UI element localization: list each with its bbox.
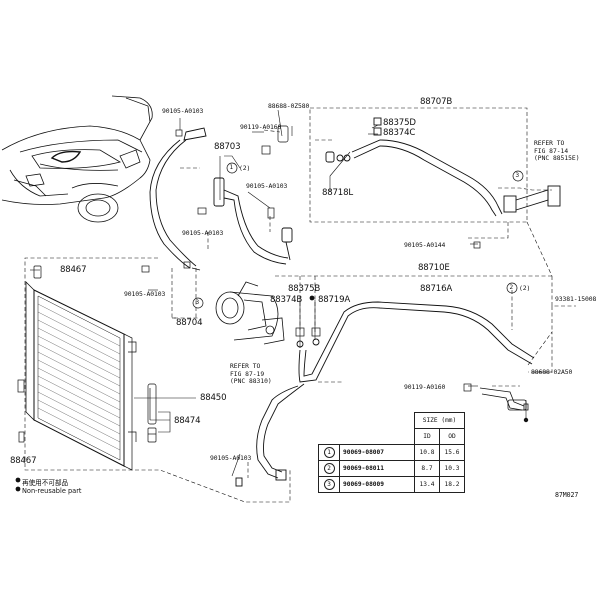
- label-88375d: 88375D: [383, 118, 416, 128]
- label-c2-a: (2): [239, 164, 251, 172]
- reference-lines: [24, 107, 576, 503]
- label-88688-02a50: 88688-02A50: [531, 368, 573, 376]
- vehicle-illustration: [1, 95, 153, 223]
- legend-cn: 再使用不可部品: [22, 479, 69, 487]
- non-reusable-marks: [15, 295, 529, 483]
- legend-en: Non-reusable part: [22, 487, 82, 495]
- label-88716a: 88716A: [420, 284, 453, 294]
- condenser-88450: [17, 265, 137, 471]
- label-88375b: 88375B: [288, 284, 321, 294]
- figure-code: 87M027: [555, 491, 579, 499]
- label-88450: 88450: [200, 393, 227, 403]
- fasteners: [141, 125, 481, 392]
- label-c2-b: (2): [519, 284, 531, 292]
- row-od: 10.3: [439, 460, 465, 477]
- row-number: 1: [323, 447, 335, 458]
- col-id: ID: [414, 428, 440, 445]
- label-88707b: 88707B: [420, 97, 453, 107]
- discharge-hose-88703: [149, 127, 293, 271]
- label-90105-a0103-c: 90105-A0103: [182, 229, 224, 237]
- label-93381-15008: 93381-15008: [555, 295, 597, 303]
- row-id: 8.7: [414, 460, 440, 477]
- row-part: 90069-08007: [343, 449, 384, 456]
- leader-lines: [30, 109, 552, 477]
- refer-to-fig-87-19: REFER TO FIG 87-19 (PNC 88310): [230, 363, 272, 386]
- label-88688-0z580: 88688-0Z580: [268, 102, 310, 110]
- row-od: 15.6: [439, 444, 465, 461]
- tube-88716a: [235, 301, 535, 487]
- label-90105-a0103-e: 90105-A0103: [210, 454, 252, 462]
- label-88718l: 88718L: [322, 188, 353, 198]
- callout-1: 1: [229, 164, 234, 171]
- label-88719a: 88719A: [318, 295, 351, 305]
- col-od: OD: [439, 428, 465, 445]
- refer-to-fig-87-14: REFER TO FIG 87-14 (PNC 88515E): [534, 140, 580, 163]
- callout-2-right: 2: [509, 284, 514, 291]
- compressor: [215, 281, 285, 345]
- table-row: 3 90069-08009 13.4 18.2: [318, 476, 465, 493]
- receiver-88474: [147, 383, 157, 443]
- size-header: SIZE (mm): [414, 412, 465, 429]
- label-88374b: 88374B: [270, 295, 303, 305]
- row-number: 2: [323, 463, 335, 474]
- row-id: 13.4: [414, 476, 440, 493]
- label-90105-a0144: 90105-A0144: [404, 241, 446, 249]
- clamp-size-table: SIZE (mm) ID OD 1 90069-08007 10.8 15.6 …: [318, 412, 465, 493]
- label-88467-bottom: 88467: [10, 456, 37, 466]
- label-90105-a0103-a: 90105-A0103: [162, 107, 204, 115]
- label-90105-a0103-b: 90105-A0103: [246, 182, 288, 190]
- callout-circles: [192, 162, 524, 309]
- label-88710e: 88710E: [418, 263, 450, 273]
- legend-dot-icon: [15, 486, 21, 492]
- row-part: 90069-08011: [343, 465, 384, 472]
- label-90119-a0160-top: 90119-A0160: [240, 123, 282, 131]
- row-od: 18.2: [439, 476, 465, 493]
- tube-88707b: [325, 117, 561, 217]
- tube-88688-02a50: [479, 387, 529, 411]
- label-88474: 88474: [174, 416, 201, 426]
- row-id: 10.8: [414, 444, 440, 461]
- row-number: 3: [323, 479, 335, 490]
- label-88703: 88703: [214, 142, 241, 152]
- label-88704: 88704: [176, 318, 203, 328]
- callout-3-right: 3: [515, 172, 520, 179]
- label-88467-top: 88467: [60, 265, 87, 275]
- table-row: 1 90069-08007 10.8 15.6: [318, 444, 465, 461]
- label-90105-a0103-d: 90105-A0103: [124, 290, 166, 298]
- table-row: 2 90069-08011 8.7 10.3: [318, 460, 465, 477]
- label-90119-a0160-bot: 90119-A0160: [404, 383, 446, 391]
- callout-3-lower: 3: [195, 299, 200, 306]
- label-88374c: 88374C: [383, 128, 416, 138]
- row-part: 90069-08009: [343, 481, 384, 488]
